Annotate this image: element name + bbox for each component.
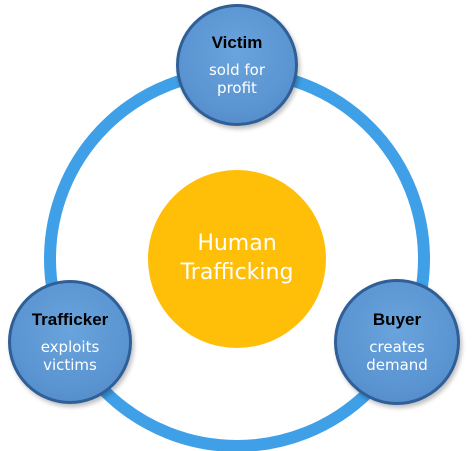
trafficker-description: exploits victims (40, 337, 100, 374)
center-node: Human Trafficking (148, 170, 326, 348)
buyer-node: Buyer creates demand (334, 279, 460, 405)
trafficker-title: Trafficker (31, 310, 109, 330)
victim-title: Victim (211, 33, 263, 53)
victim-node: Victim sold for profit (176, 4, 298, 126)
center-label: Human Trafficking (180, 231, 294, 285)
trafficker-node: Trafficker exploits victims (8, 280, 132, 404)
victim-description: sold for profit (208, 60, 266, 97)
buyer-title: Buyer (372, 310, 422, 330)
buyer-description: creates demand (366, 337, 428, 374)
